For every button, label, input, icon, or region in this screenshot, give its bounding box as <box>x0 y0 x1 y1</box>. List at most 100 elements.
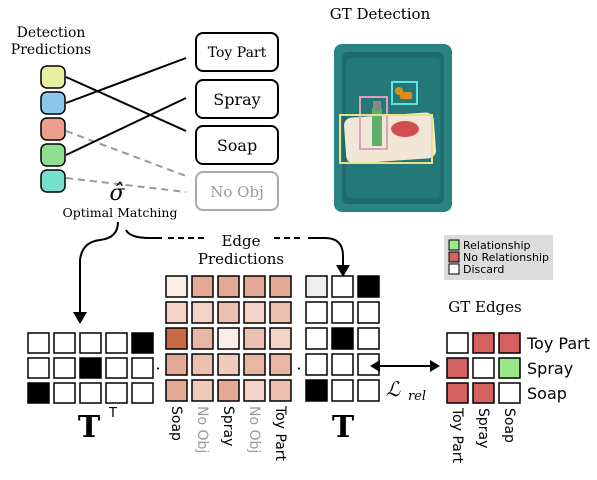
legend-swatch <box>448 251 460 263</box>
edge-axis-label: No Obj <box>246 406 262 453</box>
tT-cell <box>131 382 154 404</box>
legend-swatch <box>448 239 460 251</box>
edge-prediction-cell <box>191 379 214 402</box>
tT-cell <box>27 332 50 354</box>
t-cell <box>331 327 354 350</box>
detection-prediction-box <box>40 91 66 115</box>
t-transpose-matrix <box>27 332 154 404</box>
edge-prediction-cell <box>243 301 266 324</box>
tT-cell <box>53 382 76 404</box>
detection-predictions-title-line1: Detection <box>17 25 86 41</box>
tT-cell <box>53 357 76 379</box>
edge-axis-label: No Obj <box>194 406 210 453</box>
t-cell <box>357 379 380 402</box>
edge-prediction-cell <box>217 301 240 324</box>
edge-prediction-cell <box>165 275 188 298</box>
t-cell <box>331 301 354 324</box>
gt-edge-cell <box>446 357 469 379</box>
edge-prediction-cell <box>243 379 266 402</box>
gt-edge-row-label: Toy Part <box>526 334 590 353</box>
edge-prediction-cell <box>217 275 240 298</box>
svg-text:Spray: Spray <box>213 90 260 109</box>
t-cell <box>305 275 328 298</box>
matching-symbol: σ̂ <box>109 181 125 206</box>
gt-edge-cell <box>446 332 469 354</box>
optimal-matching-label: Optimal Matching <box>63 205 178 220</box>
legend-swatch <box>448 263 460 275</box>
gt-detection-title: GT Detection <box>330 5 431 23</box>
legend-label: No Relationship <box>463 251 549 264</box>
gt-edge-cell <box>472 382 495 404</box>
gt-edge-cell <box>498 382 521 404</box>
edge-prediction-cell <box>269 353 292 376</box>
edge-prediction-matrix <box>165 275 292 402</box>
tT-cell <box>27 357 50 379</box>
svg-text:Soap: Soap <box>217 136 257 155</box>
multiply-dot-1: · <box>155 359 160 378</box>
edge-prediction-cell <box>217 379 240 402</box>
tT-cell <box>79 382 102 404</box>
gt-label-no-obj: No Obj <box>195 171 279 211</box>
matching-lines <box>65 57 187 193</box>
t-transpose-label: T <box>78 410 101 445</box>
arrowhead-to-tT <box>73 312 87 324</box>
edge-prediction-cell <box>191 327 214 350</box>
t-cell <box>305 327 328 350</box>
edge-prediction-cell <box>191 275 214 298</box>
legend-label: Relationship <box>463 239 531 252</box>
detection-prediction-box <box>40 117 66 141</box>
loss-label: ℒ <box>386 377 401 401</box>
edge-prediction-cell <box>165 379 188 402</box>
gt-edge-column-label: Toy Part <box>449 407 465 464</box>
gt-edge-column-label: Soap <box>501 408 517 443</box>
gt-detection-image <box>304 35 461 217</box>
t-cell <box>331 275 354 298</box>
gt-label-toy-part: Toy Part <box>195 32 279 72</box>
gt-edge-cell <box>446 382 469 404</box>
edge-axis-label: Toy Part <box>272 405 288 462</box>
tT-cell <box>105 357 128 379</box>
edge-axis-label: Spray <box>220 406 236 446</box>
gt-label-spray: Spray <box>195 79 279 119</box>
tT-cell <box>131 357 154 379</box>
edge-prediction-cell <box>243 275 266 298</box>
multiply-dot-2: · <box>296 359 301 378</box>
edge-prediction-cell <box>191 353 214 376</box>
edge-prediction-cell <box>165 301 188 324</box>
t-cell <box>357 301 380 324</box>
edge-axis-label: Soap <box>168 406 184 441</box>
tT-cell <box>27 382 50 404</box>
edge-prediction-cell <box>191 301 214 324</box>
t-cell <box>305 379 328 402</box>
gt-label-soap: Soap <box>195 125 279 165</box>
edge-prediction-cell <box>243 327 266 350</box>
t-matrix <box>305 275 380 402</box>
edge-axis-labels: Soap No Obj Spray No Obj Toy Part <box>168 405 288 462</box>
gt-edge-row-label: Soap <box>527 384 567 403</box>
gt-edge-matrix <box>446 332 521 404</box>
arrowhead-to-T <box>336 265 350 277</box>
edge-prediction-cell <box>269 275 292 298</box>
detection-predictions-title-line2: Predictions <box>11 42 91 58</box>
edge-prediction-cell <box>217 327 240 350</box>
detection-prediction-boxes <box>40 65 66 193</box>
t-cell <box>357 327 380 350</box>
edge-prediction-cell <box>243 353 266 376</box>
loss-double-arrow <box>370 360 440 372</box>
tT-cell <box>79 357 102 379</box>
gt-edge-column-label: Spray <box>475 408 491 448</box>
edge-prediction-cell <box>269 379 292 402</box>
gt-edge-cell <box>498 357 521 379</box>
legend-label: Discard <box>463 263 504 276</box>
tT-cell <box>131 332 154 354</box>
t-label: T <box>332 410 355 445</box>
t-cell <box>305 353 328 376</box>
edge-predictions-title-line2: Predictions <box>198 250 284 268</box>
gt-edge-cell <box>498 332 521 354</box>
t-cell <box>305 301 328 324</box>
detection-prediction-box <box>40 169 66 193</box>
t-transpose-superscript: T <box>108 406 117 421</box>
